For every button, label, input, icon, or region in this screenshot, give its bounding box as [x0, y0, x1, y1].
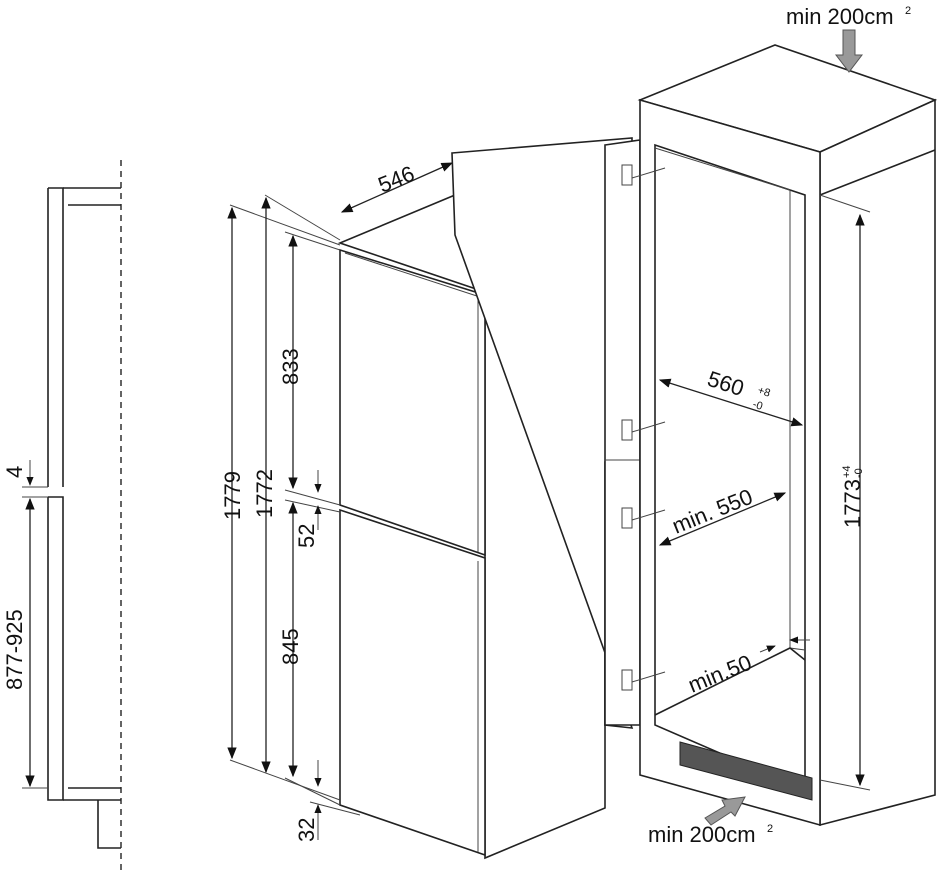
vent-top-label: min 200cm [786, 4, 894, 29]
depth-546-label: 546 [375, 161, 418, 198]
niche-height-tol-minus: -0 [853, 468, 865, 478]
upper-833-label: 833 [278, 348, 303, 385]
base-32-label: 32 [294, 818, 319, 842]
height-1779-label: 1779 [220, 471, 245, 520]
lower-845-label: 845 [278, 628, 303, 665]
gap-4-label: 4 [2, 466, 27, 478]
hinges [621, 164, 666, 691]
niche-width-tol-minus: -0 [751, 398, 764, 412]
range-877-925-label: 877-925 [2, 609, 27, 690]
niche-cabinet-view: 560 +8 -0 min. 550 1773 +4 -0 min.50 min… [451, 4, 938, 847]
height-1772-label: 1772 [252, 469, 277, 518]
niche-width-tol-plus: +8 [756, 384, 772, 399]
vent-bottom-arrow-icon [704, 796, 746, 826]
vent-top-sup: 2 [905, 5, 911, 17]
vent-bottom-sup: 2 [767, 823, 773, 835]
side-section-view: 4 877-925 [2, 160, 122, 870]
vent-bottom-label: min 200cm [648, 822, 756, 847]
gap-52-label: 52 [294, 524, 319, 548]
niche-height-label: 1773 [840, 479, 865, 528]
niche-height-tol-plus: +4 [841, 465, 853, 478]
vent-top-arrow-icon [834, 29, 864, 73]
